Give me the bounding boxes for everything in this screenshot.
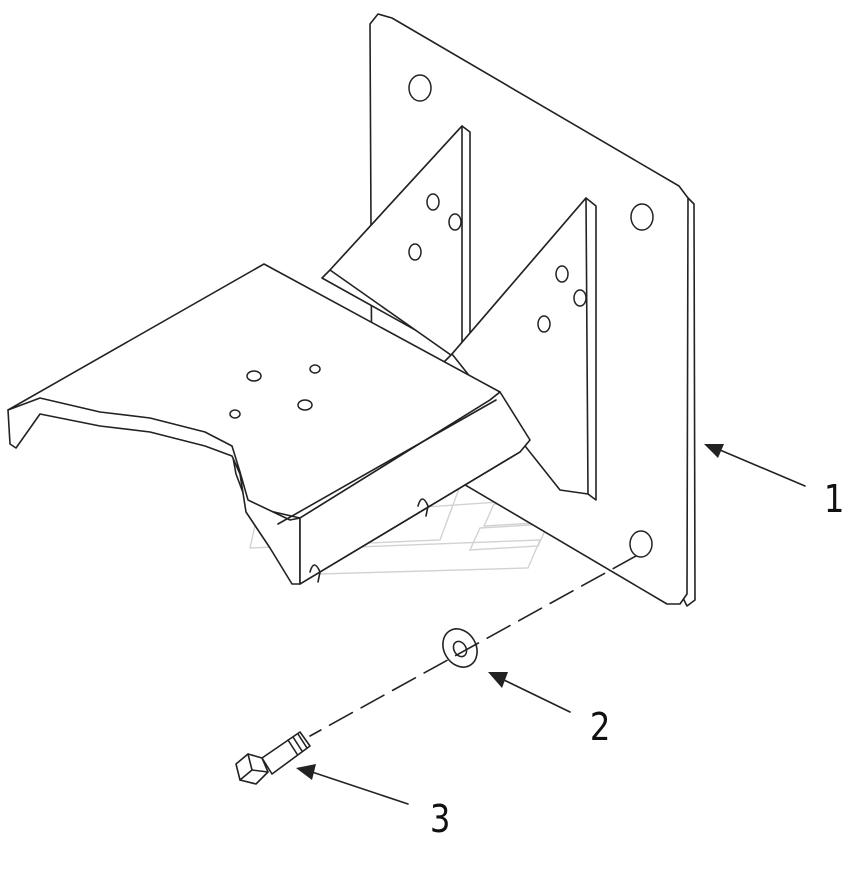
leader-arrow-3 (296, 764, 409, 805)
leader-arrow-1 (704, 444, 806, 487)
tray-bracket (7, 263, 531, 585)
leader-arrow-2 (488, 672, 571, 713)
plate-hole-top-right (630, 203, 654, 231)
callout-label-2: 2 (589, 705, 611, 749)
callout-label-3: 3 (429, 797, 451, 841)
plate-hole-top-left (408, 74, 432, 102)
washer-part (442, 628, 478, 668)
callout-label-1: 1 (823, 477, 845, 521)
plate-hole-bottom-right (629, 530, 653, 558)
assembly-centerline (309, 555, 637, 737)
front-gusset (439, 197, 597, 501)
bolt-part (235, 731, 311, 785)
